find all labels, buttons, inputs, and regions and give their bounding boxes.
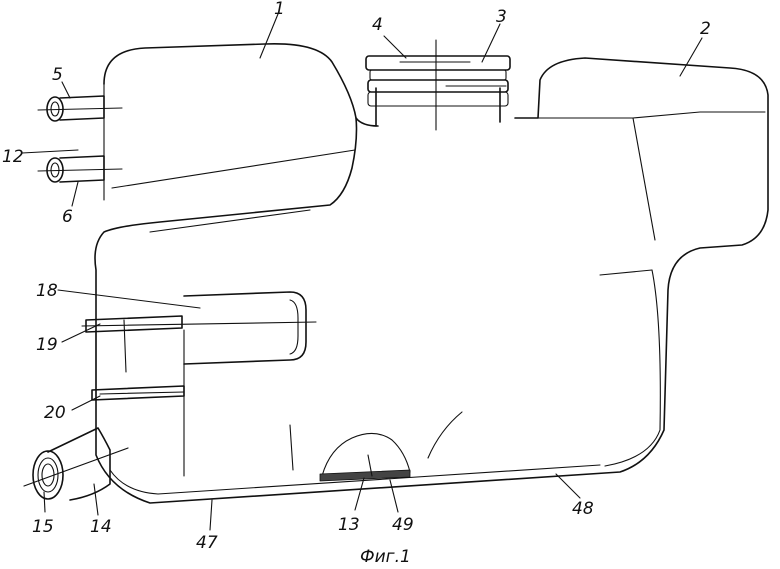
label-3: 3 [496,7,507,27]
label-4: 4 [372,15,383,35]
label-20: 20 [44,403,66,423]
outlet-nozzle [23,427,129,501]
tank-body [94,43,769,504]
nozzle-5 [37,95,123,122]
cutaway [319,432,411,482]
label-19: 19 [36,335,58,355]
label-1: 1 [274,0,285,19]
label-15: 15 [32,517,54,537]
filler-neck [365,39,511,131]
label-18: 18 [36,281,58,301]
label-47: 47 [196,533,218,553]
internal-pipe [81,291,317,477]
nozzle-6 [37,155,123,183]
label-6: 6 [62,207,73,227]
label-12: 12 [2,147,24,167]
label-2: 2 [700,19,711,39]
label-13: 13 [338,515,360,535]
leader-lines [21,13,703,531]
label-5: 5 [52,65,63,85]
label-48: 48 [572,499,594,519]
label-14: 14 [90,517,112,537]
label-49: 49 [392,515,414,535]
figure-caption: Фиг.1 [360,547,411,567]
reference-labels: 1 2 3 4 5 12 6 18 19 20 15 14 47 13 49 4… [2,0,711,567]
